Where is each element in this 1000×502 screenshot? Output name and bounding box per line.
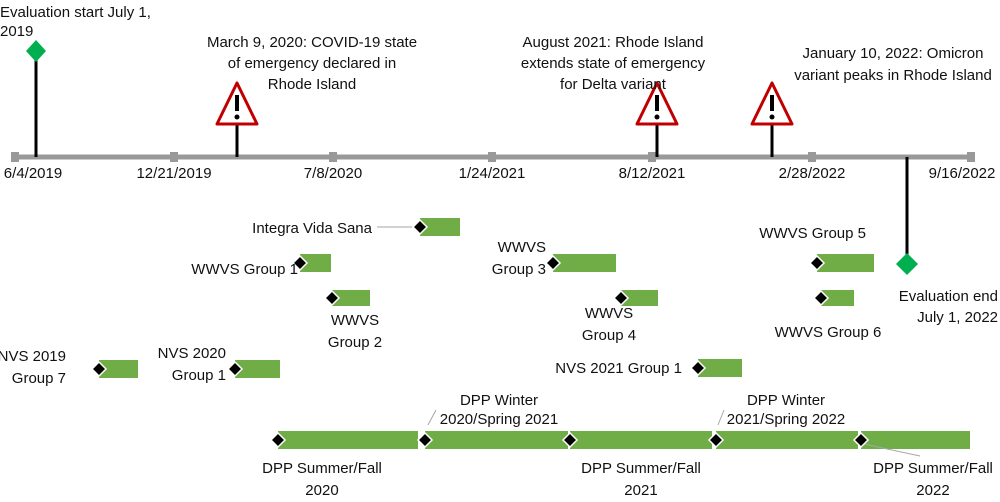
bar-dpp-summer-fall-2020 [278,431,418,449]
program-label-dpp-summer-fall-2021: DPP Summer/Fall 2021 [581,460,701,499]
bar-dpp-winter-2021-spring-2022 [716,431,858,449]
axis-tick-mark [170,152,178,162]
bar-integra-vida-sana [420,218,460,236]
start-diamond-wwvs-group-2 [323,289,341,307]
start-diamond-wwvs-group-4 [612,289,630,307]
bar-wwvs-group-3 [553,254,616,272]
evaluation-end-label: Evaluation end July 1, 2022 [898,288,998,326]
bar-dpp-winter-2020-spring-2021 [425,431,568,449]
warning-exclamation-bar [655,95,659,111]
start-diamond-wwvs-group-3 [544,254,562,272]
tick-label: 9/16/2022 [928,165,996,182]
program-label-wwvs-group-1: WWVS Group 1 [191,261,298,278]
start-diamond-dpp-winter-2020-spring-2021 [416,431,434,449]
axis-tick-mark [808,152,816,162]
delta-emergency-event-label: August 2021: Rhode Island extends state … [520,34,706,93]
bar-wwvs-group-5 [817,254,874,272]
bar-wwvs-group-4 [621,290,658,306]
start-diamond-dpp-summer-fall-2020 [269,431,287,449]
warning-exclamation-dot [654,114,660,120]
program-label-wwvs-group-4: WWVS Group 4 [581,305,637,344]
bar-nvs-2020-group-1 [235,360,280,378]
axis-tick-mark [488,152,496,162]
start-diamond-dpp-summer-fall-2022 [852,431,870,449]
leader-line [863,443,921,457]
bar-wwvs-group-1 [300,254,331,272]
program-label-nvs-2021-group-1: NVS 2021 Group 1 [555,360,682,377]
warning-exclamation-dot [234,114,240,120]
program-label-nvs-2019-group-7: NVS 2019 Group 7 [0,348,66,387]
evaluation-start-diamond [26,40,46,62]
bar-nvs-2019-group-7 [99,360,138,378]
warning-exclamation-dot [769,114,775,120]
tick-label: 8/12/2021 [618,165,686,182]
start-diamond-dpp-summer-fall-2021 [561,431,579,449]
warning-exclamation-bar [770,95,774,111]
program-label-dpp-winter-2020-spring-2021: DPP Winter 2020/Spring 2021 [439,392,559,428]
bar-dpp-summer-fall-2021 [570,431,712,449]
evaluation-start-label: Evaluation start July 1, 2019 [0,4,151,40]
start-diamond-nvs-2019-group-7 [90,360,108,378]
axis-tick-mark [967,152,975,162]
start-diamond-nvs-2020-group-1 [226,360,244,378]
program-label-dpp-summer-fall-2020: DPP Summer/Fall 2020 [262,460,382,499]
program-label-wwvs-group-2: WWVS Group 2 [327,312,383,351]
tick-label: 7/8/2020 [303,165,363,182]
start-diamond-nvs-2021-group-1 [689,359,707,377]
program-label-wwvs-group-5: WWVS Group 5 [759,225,866,242]
tick-label: 1/24/2021 [458,165,526,182]
program-label-dpp-summer-fall-2022: DPP Summer/Fall 2022 [873,460,993,499]
bar-wwvs-group-2 [332,290,370,306]
program-label-wwvs-group-6: WWVS Group 6 [774,324,882,341]
start-diamond-integra-vida-sana [411,218,429,236]
leader-line [717,409,725,426]
start-diamond-wwvs-group-5 [808,254,826,272]
axis-tick-mark [11,152,19,162]
start-diamond-dpp-winter-2021-spring-2022 [707,431,725,449]
tick-label: 2/28/2022 [778,165,846,182]
bar-nvs-2021-group-1 [698,359,742,377]
program-label-dpp-winter-2021-spring-2022: DPP Winter 2021/Spring 2022 [726,392,846,428]
evaluation-end-diamond [896,253,918,275]
program-label-integra-vida-sana: Integra Vida Sana [252,220,372,237]
start-diamond-wwvs-group-1 [291,254,309,272]
covid-emergency-event-label: March 9, 2020: COVID-19 state of emergen… [206,34,418,93]
axis-tick-mark [329,152,337,162]
omicron-peak-event-label: January 10, 2022: Omicron variant peaks … [794,45,992,84]
warning-exclamation-bar [235,95,239,111]
tick-label: 6/4/2019 [3,165,63,182]
axis-tick-mark [648,152,656,162]
bar-dpp-summer-fall-2022 [861,431,970,449]
leader-line [427,409,437,426]
tick-label: 12/21/2019 [136,165,212,182]
start-diamond-wwvs-group-6 [812,289,830,307]
program-label-nvs-2020-group-1: NVS 2020 Group 1 [157,345,226,384]
bar-wwvs-group-6 [821,290,854,306]
program-label-wwvs-group-3: WWVS Group 3 [491,239,546,278]
